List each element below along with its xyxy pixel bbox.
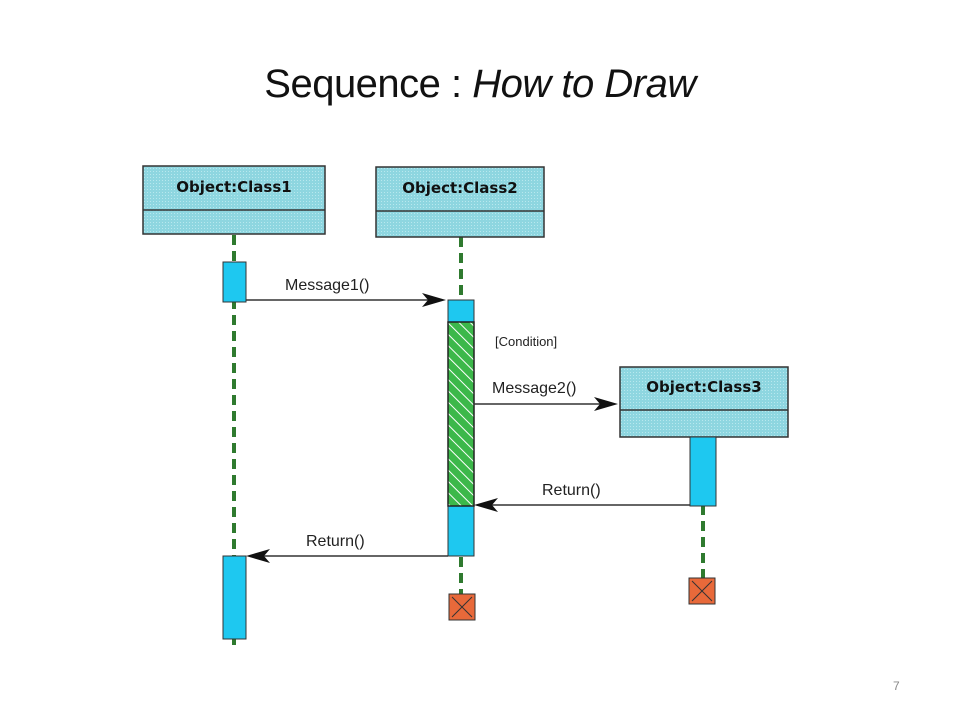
object-class2-label: Object:Class2 [402, 179, 517, 197]
page-number: 7 [893, 679, 900, 693]
slide-title: Sequence : How to Draw [0, 62, 960, 107]
return-label-class2: Return() [306, 533, 365, 550]
message2-arrow [474, 397, 618, 411]
return-label-class3: Return() [542, 482, 601, 499]
return-arrow-class3 [474, 498, 690, 512]
destroy-marker-class3 [688, 577, 716, 605]
message1-label: Message1() [285, 277, 369, 294]
activation-class3 [689, 436, 717, 507]
object-class3: Object:Class3 [619, 366, 789, 438]
object-class1: Object:Class1 [142, 165, 326, 235]
destroy-marker-class2 [448, 593, 476, 621]
condition-block [447, 321, 475, 507]
title-main: Sequence : [264, 62, 473, 106]
object-class2: Object:Class2 [375, 166, 545, 238]
condition-label: [Condition] [495, 334, 557, 349]
message1-arrow [246, 293, 446, 307]
return-arrow-class2 [246, 549, 448, 563]
object-class3-label: Object:Class3 [646, 378, 761, 396]
title-italic: How to Draw [472, 62, 696, 106]
object-class1-label: Object:Class1 [176, 178, 291, 196]
activation-class1-bottom [222, 555, 247, 640]
activation-class1-top [222, 261, 247, 303]
message2-label: Message2() [492, 380, 576, 397]
